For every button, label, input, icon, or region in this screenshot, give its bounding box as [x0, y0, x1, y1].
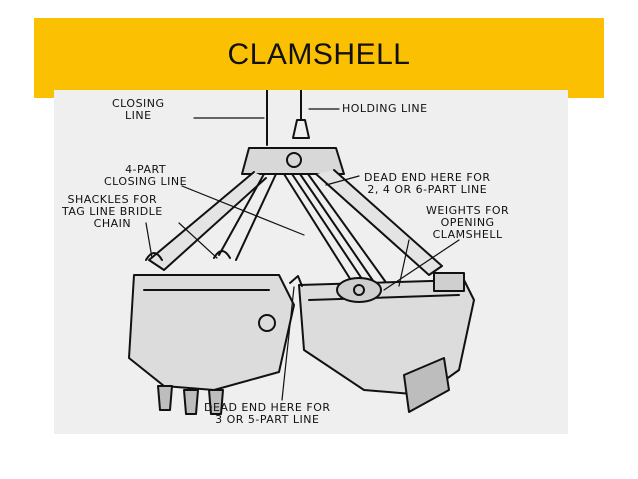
shackle-left: [145, 252, 163, 261]
label-dead-end-top-1: DEAD END HERE FOR: [364, 171, 491, 184]
title-bar: [34, 18, 604, 98]
clamshell-diagram: CLOSING LINE HOLDING LINE 4-PART CLOSING…: [54, 90, 568, 434]
label-closing-line-2: LINE: [125, 109, 152, 122]
right-arm: [315, 169, 443, 276]
label-shackles-3: CHAIN: [93, 217, 132, 230]
label-four-part-closing-line: 4-PART CLOSING LINE: [104, 164, 187, 188]
label-four-part-1: 4-PART: [125, 163, 167, 176]
dead-end-marker: [289, 275, 303, 287]
label-weights-2: OPENING: [440, 216, 495, 229]
opening-weights: [433, 272, 465, 292]
head-block: [292, 119, 310, 139]
right-lip: [403, 357, 450, 413]
label-closing-line: CLOSING LINE: [112, 98, 165, 122]
label-dead-end-bottom-1: DEAD END HERE FOR: [204, 401, 331, 414]
label-weights-1: WEIGHTS FOR: [426, 204, 510, 217]
label-weights-3: CLAMSHELL: [432, 228, 503, 241]
pivot-pin: [258, 314, 276, 332]
label-dead-end-top: DEAD END HERE FOR 2, 4 OR 6-PART LINE: [364, 172, 491, 196]
label-four-part-2: CLOSING LINE: [104, 175, 188, 188]
slide-title: CLAMSHELL: [227, 38, 411, 71]
label-dead-end-bottom: DEAD END HERE FOR 3 OR 5-PART LINE: [204, 402, 331, 426]
lower-sheave: [336, 277, 382, 303]
left-strut: [218, 173, 265, 256]
label-shackles: SHACKLES FOR TAG LINE BRIDLE CHAIN: [62, 194, 163, 230]
label-shackles-2: TAG LINE BRIDLE: [62, 205, 163, 218]
left-bucket: [128, 274, 295, 391]
label-shackles-1: SHACKLES FOR: [67, 193, 158, 206]
label-holding-line: HOLDING LINE: [342, 102, 428, 115]
sheave-head: [241, 147, 345, 175]
left-arm: [148, 171, 267, 271]
clamshell-drawing: [128, 90, 475, 415]
label-dead-end-top-2: 2, 4 OR 6-PART LINE: [367, 183, 488, 196]
label-dead-end-bottom-2: 3 OR 5-PART LINE: [215, 413, 320, 426]
label-closing-line-1: CLOSING: [112, 97, 165, 110]
label-weights: WEIGHTS FOR OPENING CLAMSHELL: [426, 205, 509, 241]
